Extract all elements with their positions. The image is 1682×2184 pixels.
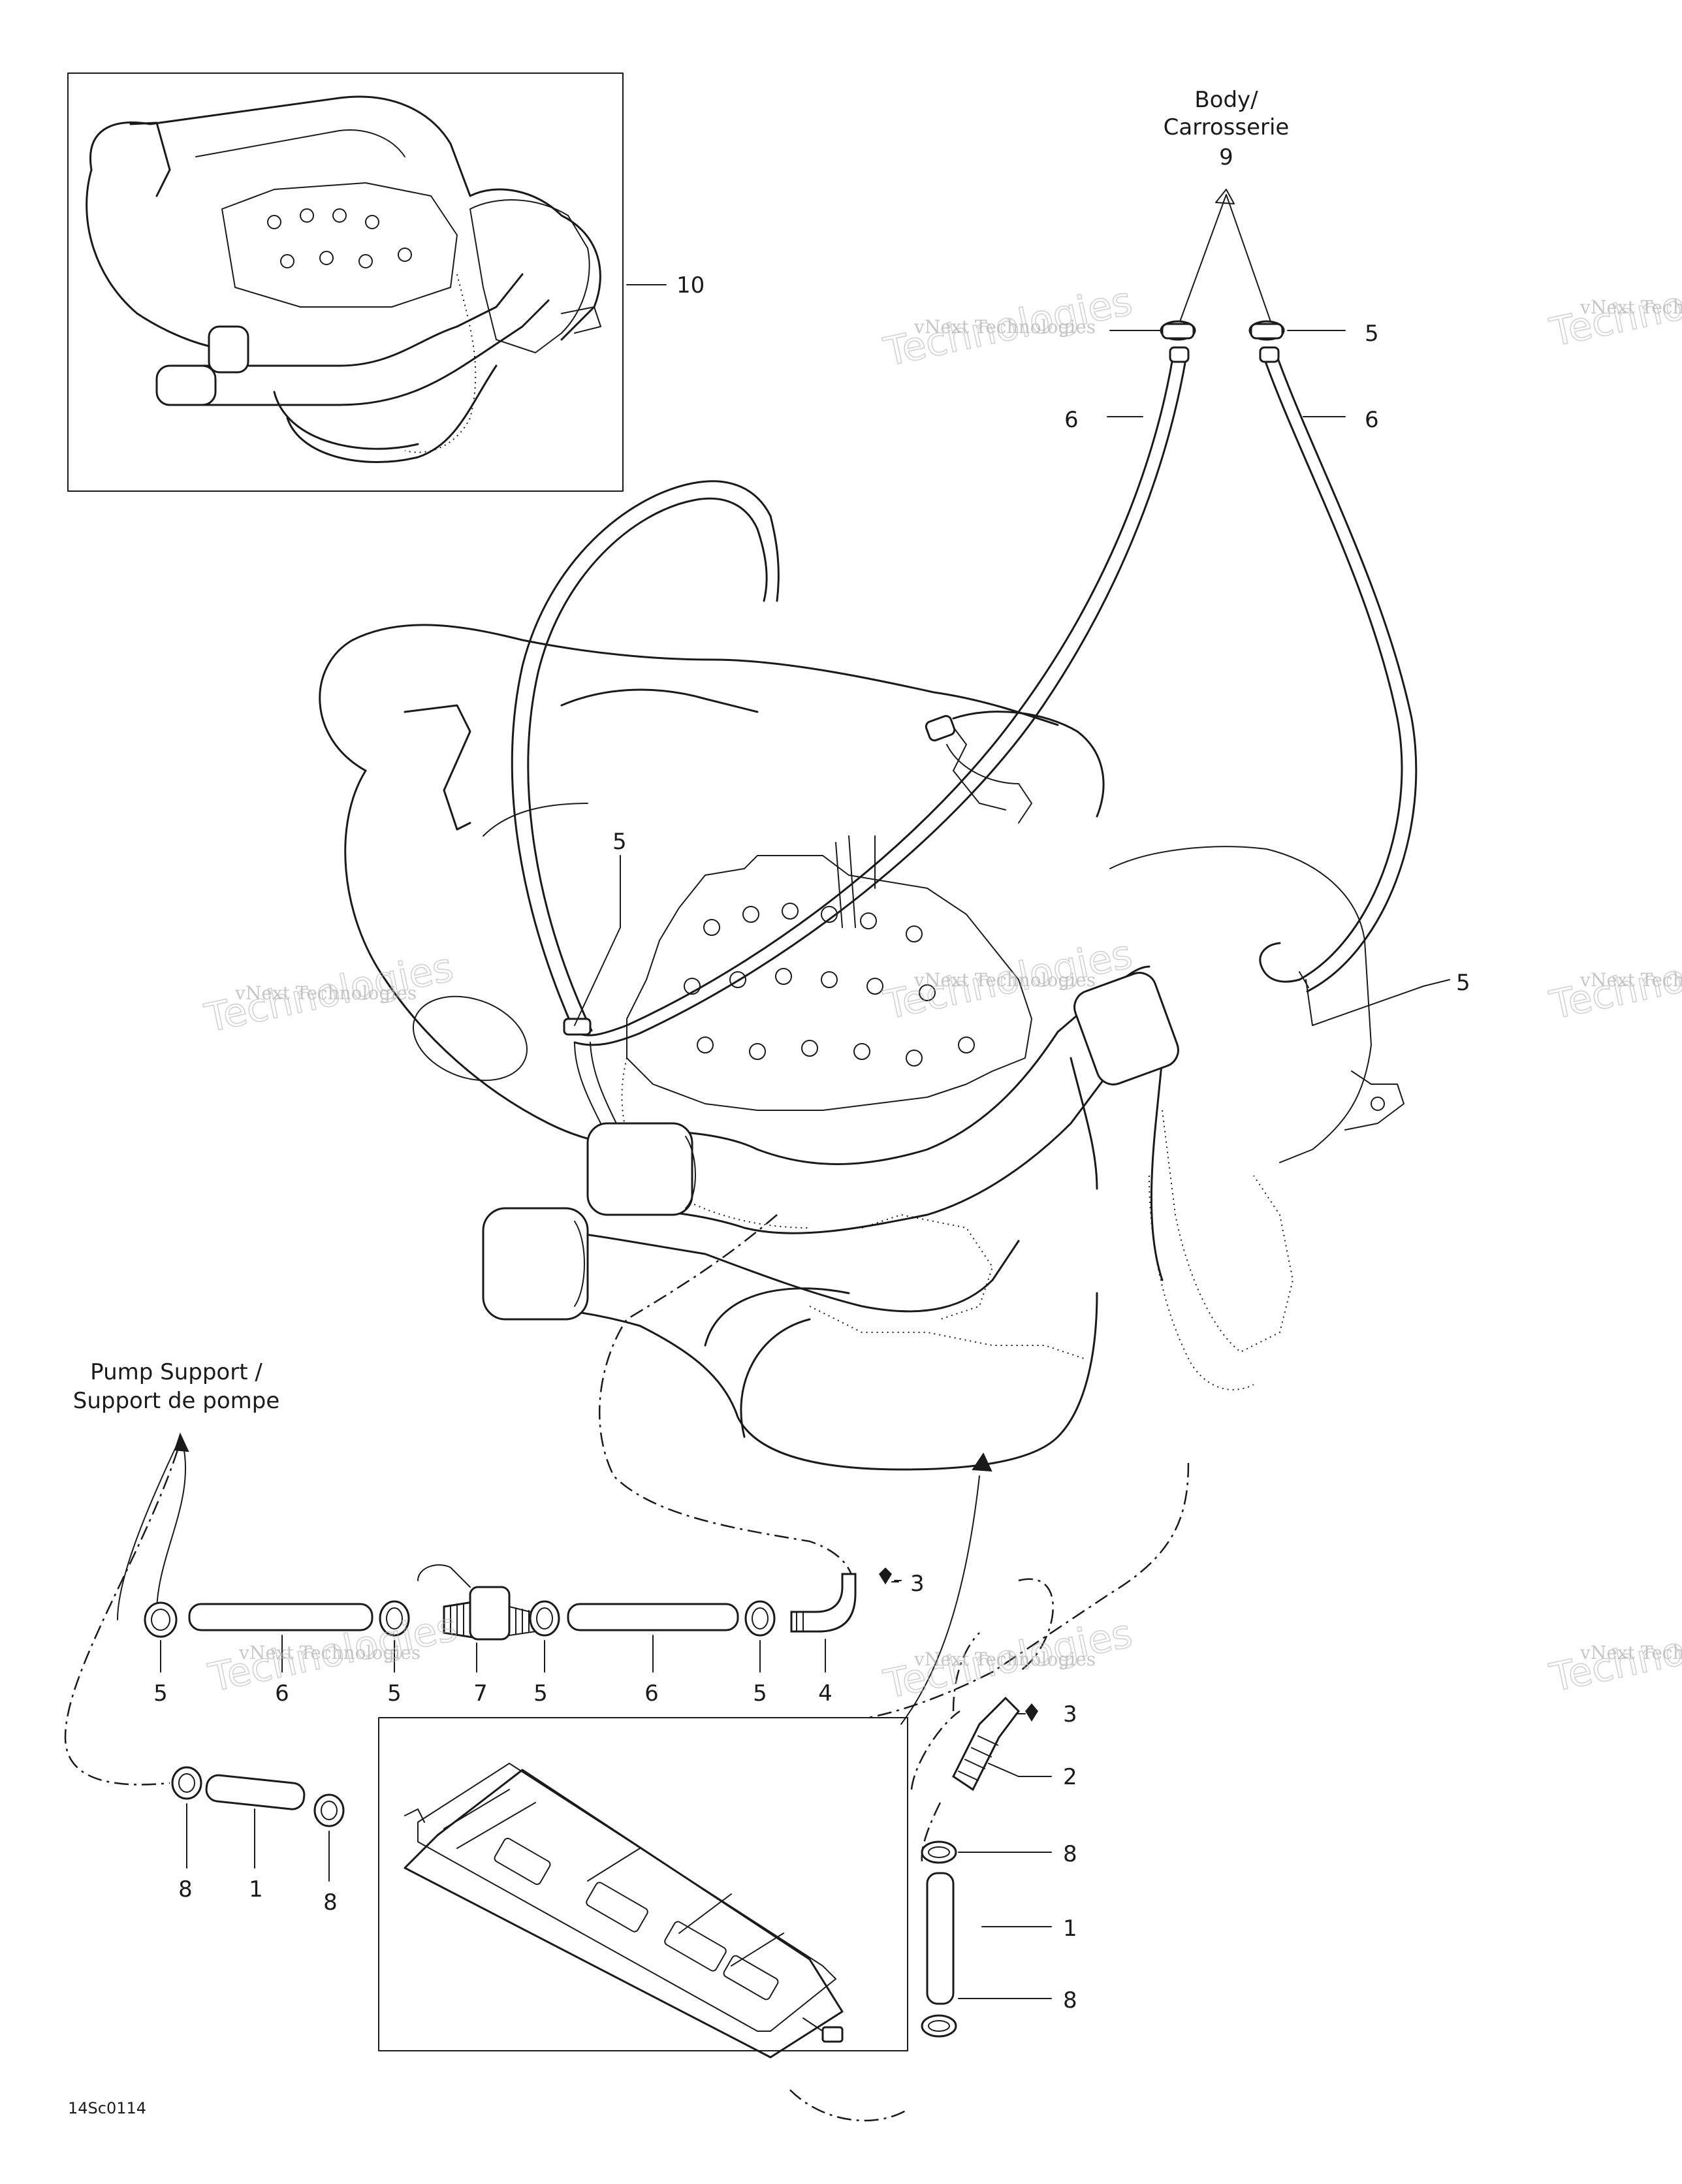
watermark-1: vNext Technologies Technologies — [880, 278, 1137, 376]
body-title-line-2: Carrosserie — [1164, 114, 1290, 140]
svg-text:vNext Technologies: vNext Technologies — [234, 982, 417, 1004]
watermark-5: vNext Technologies Technologies — [1546, 931, 1682, 1029]
body-title-line-1: Body/ — [1194, 87, 1258, 113]
watermark-2: vNext Technologies Technologies — [1546, 258, 1682, 356]
pump-support-box — [378, 1717, 908, 2059]
leader-lines — [160, 284, 1450, 1999]
pump-title-line-2: Support de pompe — [73, 1388, 280, 1414]
svg-text:vNext Technologies: vNext Technologies — [913, 316, 1096, 338]
callout-row-4: 4 — [818, 1680, 833, 1707]
main-engine-assembly — [319, 624, 1404, 1471]
head-bolts — [684, 903, 975, 1067]
svg-text:vNext Technologies: vNext Technologies — [913, 969, 1096, 991]
svg-text:Technologies: Technologies — [1546, 259, 1682, 356]
callout-row-5-c: 5 — [533, 1680, 548, 1707]
hose-column-right — [921, 1696, 1020, 2038]
watermark-7: vNext Technologies Technologies — [880, 1610, 1137, 1708]
hose-row-upper — [144, 1564, 857, 1641]
pump-title-line-1: Pump Support / — [90, 1359, 262, 1385]
svg-text:Technologies: Technologies — [201, 944, 458, 1042]
callout-5-engine: 5 — [612, 829, 627, 855]
callout-3-lower: 3 — [1063, 1701, 1077, 1727]
callout-8-right-upper: 8 — [1063, 1841, 1077, 1867]
callout-row-5-b: 5 — [387, 1680, 402, 1707]
callout-10: 10 — [676, 272, 705, 298]
svg-text:Technologies: Technologies — [1546, 931, 1682, 1029]
callout-5-right: 5 — [1456, 970, 1470, 996]
callout-row-6-b: 6 — [644, 1680, 659, 1707]
callout-6-top-right: 6 — [1365, 407, 1379, 433]
callout-row-5-a: 5 — [153, 1680, 168, 1707]
callout-5-top-right: 5 — [1365, 321, 1379, 347]
svg-text:vNext Technologies: vNext Technologies — [1579, 297, 1682, 318]
svg-text:vNext Technologies: vNext Technologies — [1579, 969, 1682, 991]
callout-1-right: 1 — [1063, 1916, 1077, 1942]
callout-labels: Body/ Carrosserie 9 Pump Support / Suppo… — [68, 87, 1470, 2117]
callout-8-right-lower: 8 — [1063, 1987, 1077, 2014]
body-vent-hoses — [511, 189, 1418, 1124]
water-supply-route — [599, 1214, 1190, 2122]
svg-text:vNext Technologies: vNext Technologies — [1579, 1642, 1682, 1663]
watermark-8: vNext Technologies Technologies — [1546, 1603, 1682, 1701]
svg-text:vNext Technologies: vNext Technologies — [913, 1648, 1096, 1670]
inset-engine-assembly — [67, 72, 624, 492]
callout-row-5-d: 5 — [753, 1680, 767, 1707]
callout-1-left: 1 — [249, 1876, 263, 1903]
svg-text:vNext Technologies: vNext Technologies — [238, 1642, 420, 1663]
callout-2: 2 — [1063, 1764, 1077, 1790]
pump-support-route — [64, 1432, 189, 1786]
svg-text:Technologies: Technologies — [880, 1611, 1137, 1708]
svg-text:Technologies: Technologies — [1546, 1604, 1682, 1701]
hose-group-left-lower — [171, 1766, 345, 1827]
callout-6-top-left: 6 — [1064, 407, 1079, 433]
drawing-code: 14Sc0114 — [68, 2099, 146, 2117]
watermark-3: vNext Technologies Technologies — [200, 944, 458, 1042]
callout-8-left-a: 8 — [178, 1876, 193, 1903]
callout-8-left-b: 8 — [323, 1889, 338, 1916]
callout-row-6-a: 6 — [275, 1680, 289, 1707]
callout-9: 9 — [1219, 144, 1233, 170]
svg-text:Technologies: Technologies — [880, 278, 1137, 376]
callout-row-7: 7 — [473, 1680, 488, 1707]
callout-3-upper: 3 — [910, 1571, 925, 1597]
